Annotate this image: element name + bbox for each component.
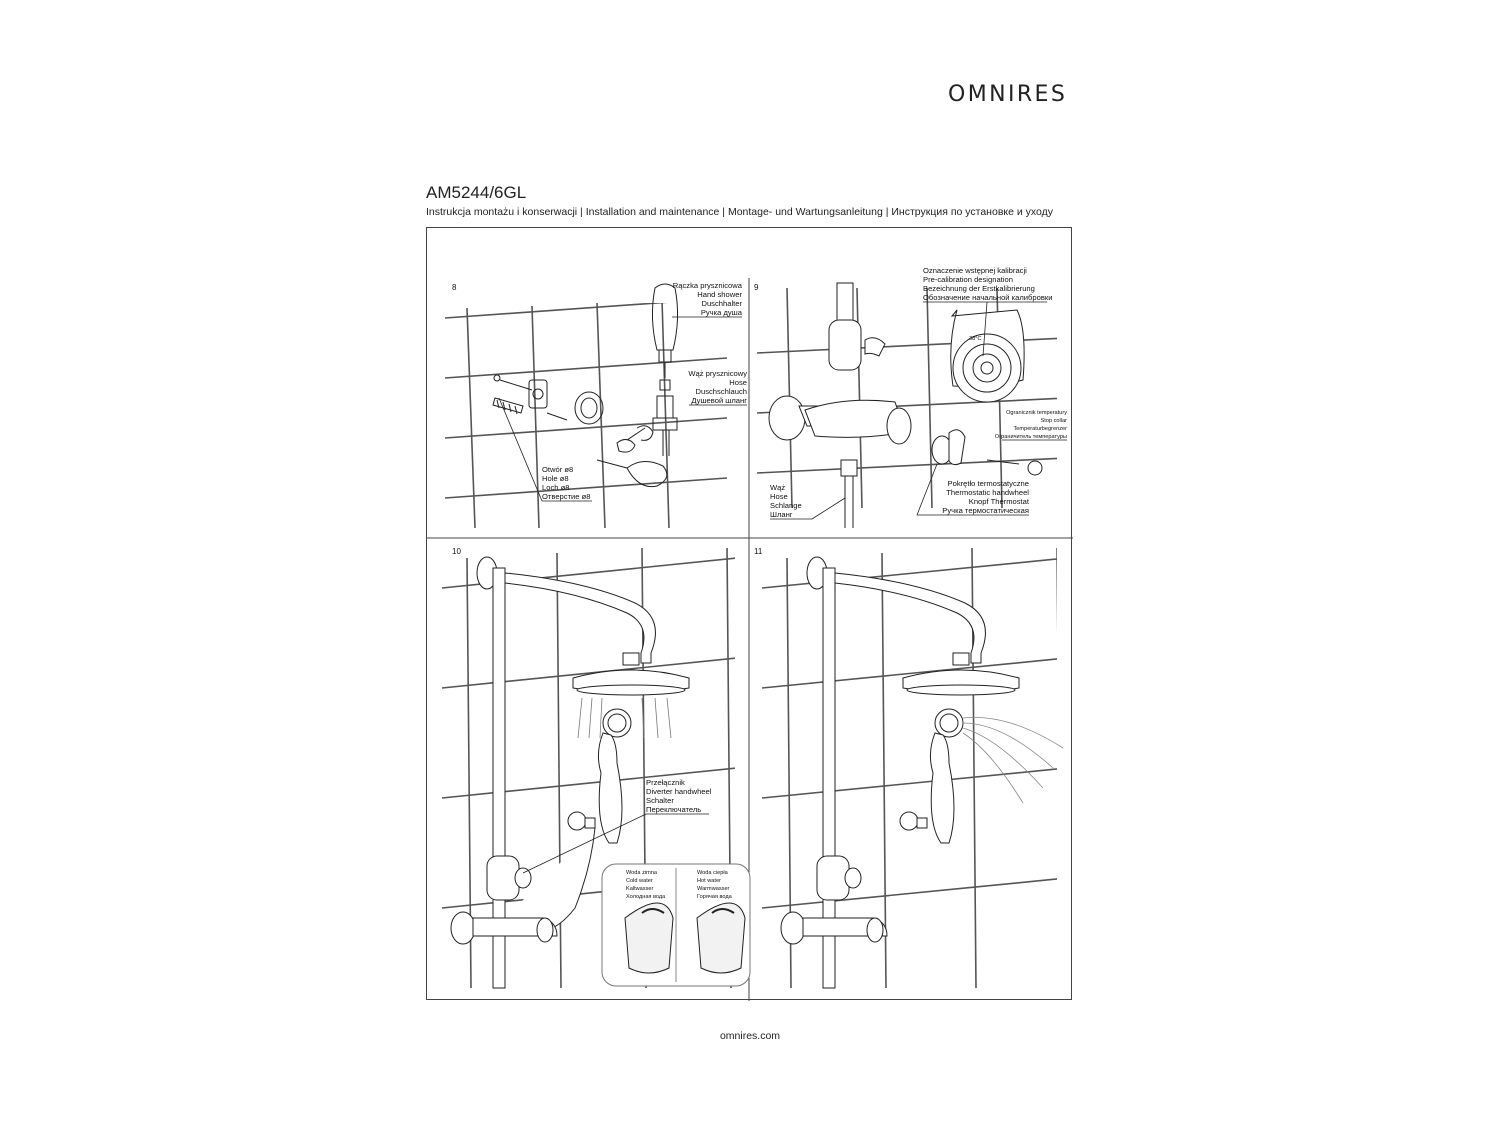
svg-text:Шланг: Шланг [770,510,793,519]
footer-url: omnires.com [719,1030,781,1042]
dial-mark: 38°C [969,336,982,342]
svg-text:Bezeichnung der Erstkalibrieru: Bezeichnung der Erstkalibrierung [923,284,1035,293]
step-10-leaders [522,813,709,874]
svg-text:Переключатель: Переключатель [646,805,701,814]
svg-text:Duschschlauch: Duschschlauch [696,387,748,396]
svg-text:Горячая вода: Горячая вода [697,894,733,900]
temperature-inset [601,863,751,987]
svg-text:Warmwasser: Warmwasser [697,886,730,892]
step-number: 11 [754,547,763,556]
svg-text:Hose: Hose [770,492,788,501]
svg-text:Отверстие ø8: Отверстие ø8 [542,492,591,501]
svg-text:Stop collar: Stop collar [1041,418,1068,424]
svg-text:Schlange: Schlange [770,501,802,510]
svg-text:Hand shower: Hand shower [697,290,742,299]
svg-text:Душевой шланг: Душевой шланг [691,396,747,405]
handwheel-parts [931,429,1043,476]
svg-text:Hole ø8: Hole ø8 [542,474,569,483]
svg-text:Przełącznik: Przełącznik [646,778,685,787]
step-9-panel: 9 38°C [754,266,1067,528]
brand-logo: OMNIRES [948,82,1068,107]
mixer-body [450,855,558,945]
svg-text:Rączka prysznicowa: Rączka prysznicowa [673,281,743,290]
svg-text:Холодная вода: Холодная вода [626,894,666,900]
step-8-labels: Rączka prysznicowa Hand shower Duschhalt… [542,281,747,501]
hand-shower-icon [636,283,679,456]
svg-text:Обозначение начальной калибров: Обозначение начальной калибровки [923,293,1052,302]
svg-text:Woda zimna: Woda zimna [626,870,658,876]
svg-text:Diverter handwheel: Diverter handwheel [646,787,712,796]
svg-text:Thermostatic handwheel: Thermostatic handwheel [946,488,1029,497]
svg-text:Cold water: Cold water [626,878,653,884]
svg-text:Wąż: Wąż [770,483,785,492]
svg-text:Wąż prysznicowy: Wąż prysznicowy [688,369,747,378]
calibration-callout: 38°C [950,309,1025,403]
svg-text:Ogranicznik temperatury: Ogranicznik temperatury [1006,410,1067,416]
svg-text:Hot water: Hot water [697,878,721,884]
step-10-panel: 10 [441,547,751,989]
svg-text:Oznaczenie wstępnej kalibracji: Oznaczenie wstępnej kalibracji [923,266,1027,275]
instruction-frame: 8 [426,227,1073,1001]
tile-grid [441,548,735,988]
step-9-leaders [770,301,1067,520]
step-8-leaders [498,316,747,502]
step-11-panel: 11 [754,547,1064,989]
step-number: 9 [754,283,759,292]
svg-text:Duschhalter: Duschhalter [701,299,742,308]
tile-grid [761,548,1057,988]
rain-water-lines [577,697,672,739]
svg-text:Pokrętło termostatyczne: Pokrętło termostatyczne [948,479,1029,488]
svg-text:Schalter: Schalter [646,796,674,805]
step-number: 8 [452,283,457,292]
step-10-labels: Przełącznik Diverter handwheel Schalter … [626,778,733,900]
hand-shower-icon [494,708,632,936]
svg-text:Ручка душа: Ручка душа [701,308,743,317]
step-8-panel: 8 [444,281,747,529]
wall-bracket-parts [492,374,668,488]
hand-shower-icon [899,708,964,844]
tile-grid [444,303,728,529]
svg-text:Ограничитель температуры: Ограничитель температуры [995,434,1067,440]
mixer-body [780,855,888,945]
svg-text:Woda ciepła: Woda ciepła [697,870,729,876]
svg-text:Temperaturbegrenzer: Temperaturbegrenzer [1014,426,1068,432]
instruction-diagrams: 8 [427,266,1073,1001]
svg-text:Knopf Thermostat: Knopf Thermostat [969,497,1030,506]
step-number: 10 [452,547,461,556]
svg-text:Kaltwasser: Kaltwasser [626,886,653,892]
document-subtitle: Instrukcja montażu i konserwacji | Insta… [426,206,1054,218]
svg-text:Hose: Hose [729,378,747,387]
svg-text:Pre-calibration designation: Pre-calibration designation [923,275,1013,284]
svg-text:Ручка термостатическая: Ручка термостатическая [942,506,1029,515]
thermostatic-mixer [768,282,912,528]
step-9-labels: Oznaczenie wstępnej kalibracji Pre-calib… [770,266,1067,519]
svg-text:Otwór ø8: Otwór ø8 [542,465,573,474]
model-number: AM5244/6GL [426,183,527,202]
svg-text:Loch ø8: Loch ø8 [542,483,569,492]
hand-shower-spray [962,717,1064,804]
